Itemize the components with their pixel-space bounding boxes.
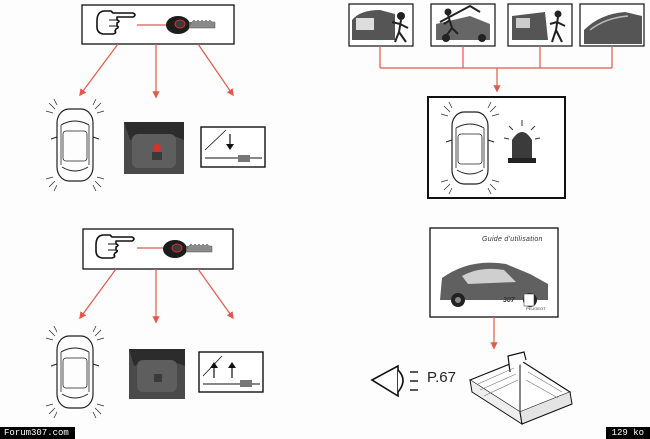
manual-title: Guide d'utilisation — [482, 236, 543, 243]
arrow-to-window — [197, 43, 234, 97]
arrow-to-car — [79, 268, 117, 320]
headlamp-icon — [370, 364, 418, 398]
window-closing-icon — [200, 126, 266, 168]
trigger-boot-forced — [507, 3, 573, 47]
open-booklet-icon — [468, 351, 573, 426]
owners-manual-icon — [429, 227, 559, 318]
alarm-triggers — [348, 3, 645, 93]
arrow-to-window — [197, 268, 234, 320]
lock-sequence-bottom — [45, 228, 264, 419]
manual-model: 307 — [503, 297, 515, 304]
file-size-label: 129 ko — [605, 427, 650, 439]
site-watermark: Forum307.com — [0, 427, 75, 439]
lock-sequence-top — [45, 4, 266, 192]
alarm-result — [427, 96, 566, 199]
arrow-to-car — [79, 43, 119, 97]
trigger-hood-forced — [430, 3, 496, 47]
alarm-siren-icon — [503, 120, 541, 163]
trigger-interior-volume — [579, 3, 645, 47]
window-closing-icon — [198, 351, 264, 393]
door-lock-button-icon — [129, 349, 185, 399]
car-top-view-icon — [45, 325, 105, 419]
trigger-door-forced — [348, 3, 414, 47]
page-reference: P.67 — [427, 369, 456, 386]
manual-brand: PEUGEOT — [526, 306, 546, 311]
alarm-frame — [427, 96, 566, 199]
car-top-view-icon — [45, 98, 105, 192]
door-lock-button-icon — [124, 122, 184, 174]
